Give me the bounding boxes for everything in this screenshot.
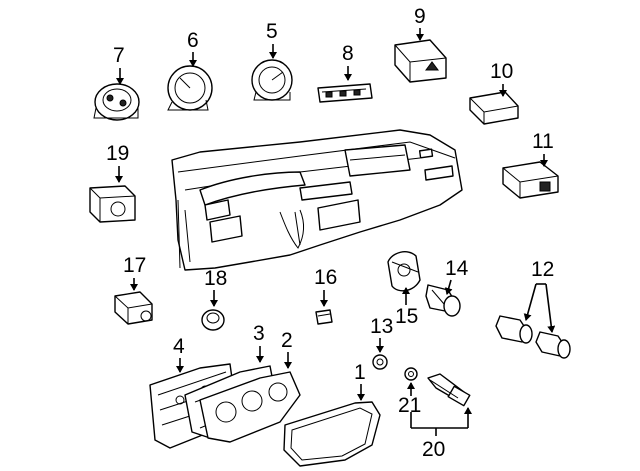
part-17-switch bbox=[114, 291, 153, 325]
callout-11-label: 11 bbox=[532, 130, 554, 153]
callout-6-label: 6 bbox=[187, 29, 199, 52]
part-6-speedometer bbox=[167, 65, 213, 111]
callout-17-label: 17 bbox=[123, 254, 146, 277]
part-1-lens bbox=[283, 401, 381, 467]
part-8-switch bbox=[317, 83, 373, 103]
part-21-ring bbox=[404, 367, 418, 381]
part-15-housing bbox=[387, 251, 421, 292]
callout-6: 6 bbox=[187, 29, 199, 67]
part-2-meter-face bbox=[199, 371, 301, 443]
callout-18-label: 18 bbox=[204, 267, 227, 290]
callout-11: 11 bbox=[532, 130, 554, 167]
callout-12-label: 12 bbox=[531, 258, 554, 281]
callout-7: 7 bbox=[113, 44, 125, 85]
part-16-clip bbox=[315, 309, 333, 325]
callout-7-label: 7 bbox=[113, 44, 125, 67]
part-11-switch bbox=[502, 161, 559, 199]
callout-14-label: 14 bbox=[445, 257, 469, 280]
callout-4-label: 4 bbox=[173, 335, 185, 358]
callout-5: 5 bbox=[266, 20, 278, 59]
part-20-sensor bbox=[427, 373, 471, 407]
instrument-panel bbox=[171, 129, 463, 271]
callout-4: 4 bbox=[173, 335, 185, 373]
callout-5-label: 5 bbox=[266, 20, 278, 43]
part-5-tachometer bbox=[251, 59, 293, 101]
callout-21: 21 bbox=[398, 382, 421, 417]
callout-16: 16 bbox=[314, 266, 337, 307]
callout-15: 15 bbox=[395, 287, 418, 328]
callout-21-label: 21 bbox=[398, 394, 421, 417]
callout-1: 1 bbox=[354, 361, 366, 401]
part-18-knob bbox=[201, 309, 225, 331]
callout-16-label: 16 bbox=[314, 266, 337, 289]
callout-13: 13 bbox=[370, 315, 393, 353]
callout-18: 18 bbox=[204, 267, 227, 307]
callout-10: 10 bbox=[490, 60, 513, 97]
callout-20-label: 20 bbox=[422, 438, 445, 461]
callout-15-label: 15 bbox=[395, 305, 418, 328]
callout-14: 14 bbox=[444, 257, 469, 295]
part-7-gauge bbox=[93, 83, 140, 121]
callout-12: 12 bbox=[523, 258, 556, 333]
callout-13-label: 13 bbox=[370, 315, 393, 338]
callout-2-label: 2 bbox=[281, 329, 293, 352]
part-13-grommet bbox=[372, 354, 388, 370]
callout-10-label: 10 bbox=[490, 60, 513, 83]
callout-1-label: 1 bbox=[354, 361, 366, 384]
callout-8-label: 8 bbox=[342, 42, 354, 65]
callout-9-label: 9 bbox=[414, 5, 426, 28]
callout-19-label: 19 bbox=[106, 142, 129, 165]
part-9-hazard-switch bbox=[394, 39, 447, 83]
callout-17: 17 bbox=[123, 254, 146, 291]
part-10-switch bbox=[469, 91, 519, 125]
callout-20: 20 bbox=[410, 407, 472, 461]
callout-3: 3 bbox=[253, 322, 265, 363]
part-14-lighter bbox=[425, 284, 461, 317]
callout-8: 8 bbox=[342, 42, 354, 81]
callout-3-label: 3 bbox=[253, 322, 265, 345]
callout-2: 2 bbox=[281, 329, 293, 369]
part-19-mirror-switch bbox=[89, 185, 136, 223]
part-12-sockets bbox=[495, 315, 571, 359]
callout-19: 19 bbox=[106, 142, 129, 183]
callout-9: 9 bbox=[414, 5, 426, 41]
